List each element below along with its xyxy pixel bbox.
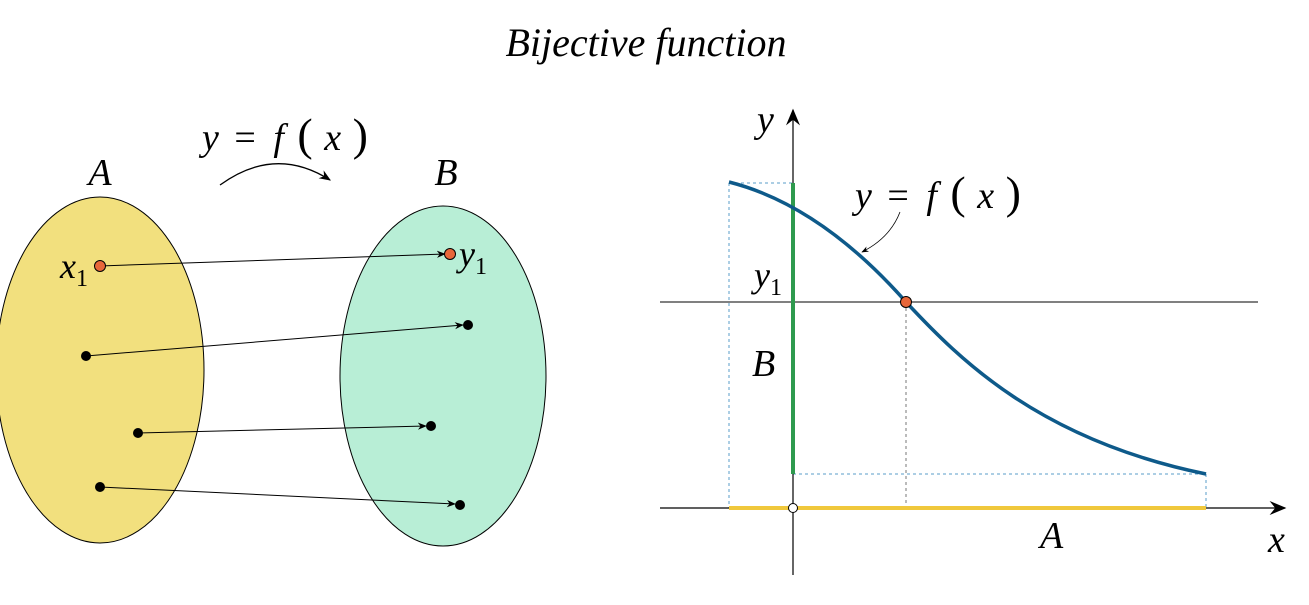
set-a-ellipse (0, 196, 205, 544)
domain-label: A (1037, 515, 1064, 557)
function-curve (728, 180, 1207, 476)
range-label: B (752, 343, 775, 385)
set-b-ellipse (339, 205, 547, 547)
origin-point (788, 503, 798, 513)
curve-label-leader (861, 211, 901, 253)
range-point-2 (463, 320, 473, 330)
diagram-title: Bijective function (506, 20, 787, 65)
x1-label: x1 (59, 246, 88, 292)
y1-point (444, 248, 456, 260)
guide-lines (728, 182, 1207, 508)
set-a-label: A (85, 152, 112, 194)
x-axis-label: x (1267, 519, 1285, 561)
mapping-diagram: y = f ( x ) A B x1 y1 (0, 109, 547, 547)
range-point-3 (426, 421, 436, 431)
domain-point-3 (133, 428, 143, 438)
curve-label: y = f ( x ) (851, 167, 1021, 218)
y1-label: y1 (456, 234, 487, 280)
y-axis-label: y (753, 99, 774, 141)
mapping-arrow-2 (85, 322, 464, 357)
mapping-curved-arrow (219, 163, 331, 186)
domain-point-4 (95, 482, 105, 492)
mapping-arrow-4 (99, 486, 456, 508)
graph-y1-label: y1 (751, 255, 782, 301)
function-graph: y x y = f ( x ) y1 B A (660, 99, 1287, 575)
x1-point (94, 260, 106, 272)
set-b-label: B (434, 152, 457, 194)
mapping-arrow-3 (137, 422, 427, 434)
domain-point-2 (81, 351, 91, 361)
mapping-arrow-1 (99, 250, 446, 267)
mapping-function-label: y = f ( x ) (198, 109, 368, 160)
curve-intersection-point (900, 296, 912, 308)
range-point-4 (455, 500, 465, 510)
